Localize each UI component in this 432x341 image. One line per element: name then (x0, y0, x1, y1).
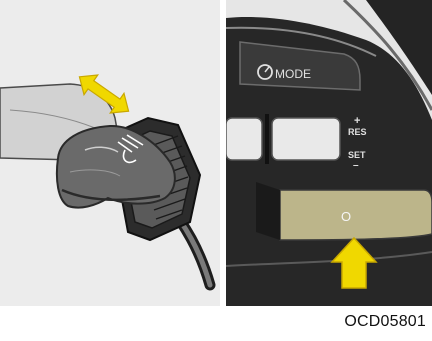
left-panel-brake-pedal (0, 0, 220, 306)
brake-pedal-illustration (0, 0, 220, 306)
res-plus-symbol: + (354, 115, 360, 127)
figure-caption: OCD05801 (344, 313, 426, 331)
left-rocker-button (226, 118, 262, 160)
cancel-symbol: O (341, 209, 351, 224)
res-label: RES (348, 127, 367, 137)
set-label: SET (348, 150, 366, 160)
set-minus-symbol: – (353, 160, 359, 171)
mode-label: MODE (275, 67, 311, 81)
cancel-button-highlight (280, 190, 432, 240)
right-rocker-button (272, 118, 340, 160)
right-panel-steering-controls: MODE + RES SET – O (226, 0, 432, 306)
steering-wheel-illustration: MODE + RES SET – O (226, 0, 432, 306)
